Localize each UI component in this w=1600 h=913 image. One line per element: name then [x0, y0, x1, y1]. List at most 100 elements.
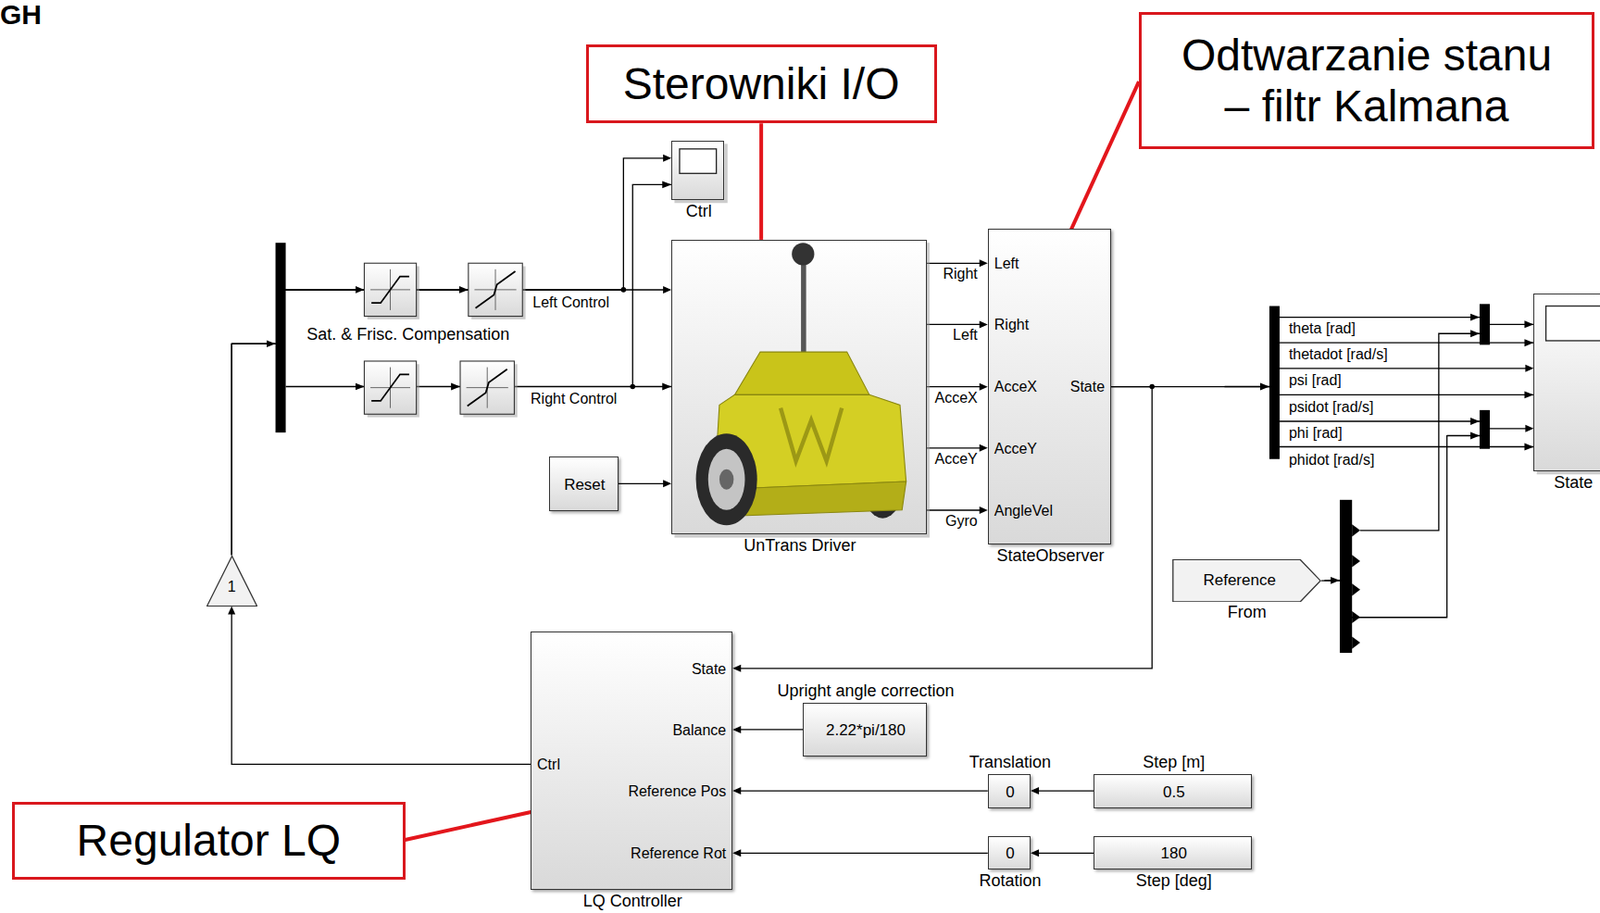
signal-line [618, 483, 664, 485]
signal-name: thetadot [rad/s] [1288, 346, 1388, 363]
gain-value: 1 [227, 578, 237, 596]
signal-wire [231, 343, 275, 345]
signal-name: phi [rad] [1288, 425, 1343, 442]
friction-compensation-block [475, 271, 516, 309]
signal-line [739, 728, 803, 730]
gain-triangle [206, 555, 257, 606]
block-value: 180 [1161, 844, 1188, 863]
signal-name: phidot [rad/s] [1288, 451, 1375, 469]
saturation-block [371, 276, 410, 304]
button-block: Reset [549, 456, 619, 513]
port-label: Reference Rot [630, 845, 726, 863]
signal-line [926, 383, 988, 391]
signal-line [926, 259, 988, 267]
constant-block: 180Step [deg] [1093, 836, 1252, 870]
signal-wire [231, 184, 1534, 580]
gain-block: 1 [206, 555, 258, 607]
signal-line [732, 849, 988, 857]
robot-illustration [734, 351, 869, 395]
callout-text: Regulator LQ [76, 814, 342, 866]
block-name: Ctrl [686, 201, 713, 222]
arrowhead [662, 286, 672, 294]
saturation-block [363, 262, 416, 316]
signal-line [1037, 789, 1094, 791]
arrowhead [979, 320, 988, 328]
arrowhead [662, 479, 672, 488]
branch-dot [1149, 384, 1155, 390]
block-name: Upright angle correction [776, 681, 954, 701]
branch-dot [621, 287, 627, 293]
constant-block: Upright angle correction2.22*pi/180 [802, 702, 926, 756]
branch-dot [630, 384, 637, 390]
signal-name: psi [rad] [1288, 372, 1342, 389]
bus-bar [275, 242, 1490, 653]
signal-wire [1279, 342, 1534, 344]
signal-wire [1279, 316, 1480, 318]
friction-compensation-block [468, 262, 523, 316]
bus-bar [1351, 524, 1361, 537]
saturation-block [371, 374, 410, 401]
signal-line [231, 613, 531, 765]
arrowhead [732, 664, 741, 673]
bus-bar [1351, 611, 1361, 624]
scope-block: State [1533, 293, 1600, 472]
robot-illustration [791, 242, 814, 265]
signal-line [926, 324, 981, 325]
friction-compensation-block [467, 369, 508, 407]
callout-box: Sterowniki I/O [586, 44, 938, 124]
signal-name: Left [952, 326, 978, 344]
block-value: 2.22*pi/180 [825, 721, 906, 740]
port-label: AcceX [994, 378, 1038, 396]
logo-text: GH [0, 0, 42, 32]
signal-line [231, 286, 672, 556]
bus-bar [275, 242, 287, 433]
bus-bar [1351, 636, 1361, 649]
block-background [671, 239, 927, 535]
signal-name: AcceY [935, 450, 978, 468]
friction-compensation-block [460, 361, 514, 414]
block-name: From [1227, 602, 1267, 623]
signal-line [926, 320, 988, 328]
saturation-block [370, 367, 411, 409]
port-label: Reference Pos [627, 783, 726, 800]
signal-line [739, 852, 988, 854]
friction-compensation-block [466, 367, 509, 409]
signal-line [1037, 852, 1094, 854]
block-name: Translation [969, 752, 1051, 773]
signal-line [739, 789, 988, 791]
signal-line [231, 289, 664, 556]
block-text: Reset [563, 475, 605, 495]
block-background [1546, 306, 1600, 341]
port-label: State [691, 661, 726, 678]
signal-wire [1324, 579, 1340, 581]
block-name: Step [deg] [1136, 871, 1213, 891]
block-name: LQ Controller [583, 891, 683, 912]
block-background [671, 140, 1600, 538]
signal-wire [513, 386, 672, 388]
robot-illustration [696, 242, 907, 525]
block-value: 0 [1005, 844, 1014, 863]
signal-line [231, 154, 672, 556]
signal-wire [632, 184, 672, 387]
signal-line [1030, 849, 1094, 857]
signal-wire [1447, 435, 1480, 437]
signal-line [227, 606, 531, 765]
bus-bar [1339, 500, 1352, 653]
bus-bar [1269, 306, 1280, 460]
robot-illustration [780, 408, 842, 462]
signal-line [1030, 787, 1094, 795]
from-tag: ReferenceFrom [1172, 559, 1322, 602]
port-label: AngleVel [994, 502, 1053, 520]
signal-name: Right [942, 265, 977, 283]
arrowhead [732, 725, 741, 734]
callout-box: Regulator LQ [12, 801, 405, 880]
signal-name: AcceX [935, 389, 978, 407]
robot-illustration [800, 260, 807, 358]
block-name: UnTrans Driver [743, 536, 856, 556]
signal-wire [1224, 386, 1269, 388]
tag-name: Reference [1202, 571, 1275, 590]
block-background [679, 149, 717, 174]
port-label: Ctrl [537, 756, 561, 774]
arrowhead [979, 383, 988, 391]
